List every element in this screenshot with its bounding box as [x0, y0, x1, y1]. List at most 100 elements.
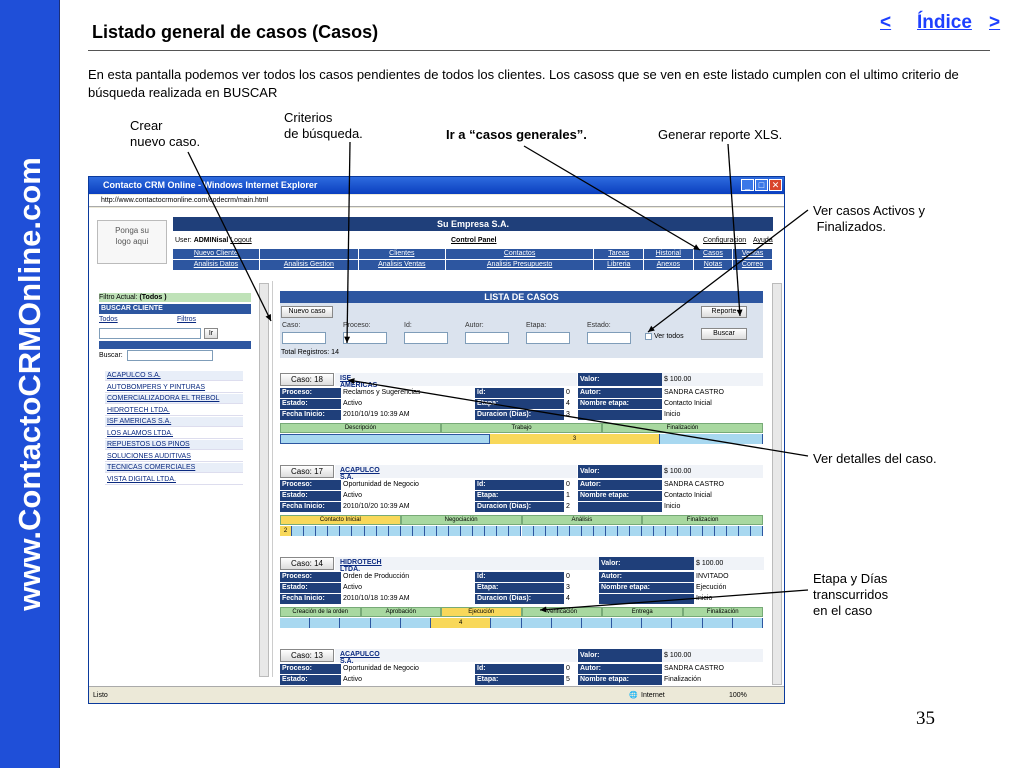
progress-segment [551, 618, 582, 628]
case-value: 3 [564, 583, 578, 593]
case-key: Estado: [280, 491, 341, 501]
case-button[interactable]: Caso: 17 [280, 465, 334, 478]
stage-cell: Descripción [280, 423, 441, 433]
case-button[interactable]: Caso: 14 [280, 557, 334, 570]
minimize-button[interactable]: _ [741, 179, 754, 191]
client-item[interactable]: AUTOBOMPERS Y PINTURAS [105, 383, 243, 393]
progress-segment [521, 618, 552, 628]
case-client[interactable]: HIDROTECH LTDA. [340, 559, 382, 573]
search-field-3[interactable] [465, 332, 509, 344]
case-key: Etapa: [475, 583, 564, 593]
progress-segment [726, 526, 739, 536]
search-field-5[interactable] [587, 332, 631, 344]
buscar-input[interactable] [127, 350, 213, 361]
case-value: 3 [564, 410, 578, 420]
filtros-link[interactable]: Filtros [177, 316, 197, 323]
case-client[interactable]: ACAPULCO S.A. [340, 467, 380, 481]
next-link[interactable]: > [989, 12, 1001, 33]
case-client[interactable]: ACAPULCO S.A. [340, 651, 380, 665]
client-item[interactable]: ACAPULCO S.A. [105, 371, 243, 381]
status-bar: Listo 🌐 Internet 100% [89, 686, 784, 703]
progress-segment [678, 526, 691, 536]
case-key: Estado: [280, 675, 341, 685]
case-key: Etapa: [475, 399, 564, 409]
ir-button[interactable]: Ir [204, 328, 218, 339]
search-fields: Caso:Proceso:Id:Autor:Etapa:Estado: [280, 320, 680, 350]
client-item[interactable]: TECNICAS COMERCIALES [105, 463, 243, 473]
client-item[interactable]: REPUESTOS LOS PINOS [105, 440, 243, 450]
filter-select[interactable] [99, 328, 201, 339]
menu-2-item-0[interactable]: Analisis Datos [173, 260, 260, 270]
sidebar [0, 0, 60, 768]
search-field-4[interactable] [526, 332, 570, 344]
menu-1-item-0[interactable]: Nuevo Cliente [173, 249, 260, 259]
menu-1-item-6[interactable]: Casos [693, 249, 734, 259]
config-link[interactable]: Configuracion [703, 237, 747, 244]
index-link[interactable]: Índice [917, 12, 972, 33]
prev-link[interactable]: < [880, 12, 892, 33]
menu-2-item-3[interactable]: Analisis Presupuesto [445, 260, 595, 270]
intro-text: En esta pantalla podemos ver todos los c… [88, 67, 959, 100]
menu-2-item-4[interactable]: Libreria [594, 260, 645, 270]
menu-2-item-7[interactable]: Correo [733, 260, 773, 270]
left-scrollbar[interactable] [259, 283, 269, 677]
client-item[interactable]: COMERCIALIZADORA EL TREBOL [105, 394, 243, 404]
progress-segment [630, 526, 643, 536]
client-item[interactable]: HIDROTECH LTDA. [105, 406, 243, 416]
todos-link[interactable]: Todos [99, 316, 118, 323]
ver-todos-checkbox[interactable] [645, 333, 652, 340]
case-value: Activo [341, 675, 475, 685]
nuevo-caso-button[interactable]: Nuevo caso [281, 306, 333, 318]
client-item[interactable]: LOS ALAMOS LTDA. [105, 429, 243, 439]
menu-2-item-5[interactable]: Anexos [644, 260, 694, 270]
page-scrollbar[interactable] [772, 283, 782, 685]
progress-segment [702, 526, 715, 536]
menu-1-item-4[interactable]: Tareas [594, 249, 645, 259]
total-registros: Total Registros: 14 [281, 349, 339, 356]
close-button[interactable]: ✕ [769, 179, 782, 191]
stage-cell: Verificación [521, 607, 602, 617]
search-field-0[interactable] [282, 332, 326, 344]
menu-1-item-2[interactable]: Clientes [358, 249, 446, 259]
search-field-2[interactable] [404, 332, 448, 344]
callout-activos: Ver casos Activos y Finalizados. [813, 203, 925, 234]
menu-1-item-5[interactable]: Historial [644, 249, 694, 259]
callout-etapa: Etapa y Días transcurridos en el caso [813, 571, 889, 618]
control-panel-link[interactable]: Control Panel [451, 237, 497, 244]
progress-segment [702, 618, 733, 628]
maximize-button[interactable]: □ [755, 179, 768, 191]
reporte-button[interactable]: Reporte [701, 306, 747, 318]
client-item[interactable]: VISTA DIGITAL LTDA. [105, 475, 243, 485]
stage-cell: Aprobación [360, 607, 441, 617]
case-key [578, 502, 662, 512]
logout-link[interactable]: Logout [230, 237, 252, 244]
progress-segment [714, 526, 727, 536]
progress-segment [569, 526, 582, 536]
case-key: Autor: [578, 664, 662, 674]
help-link[interactable]: Ayuda [753, 237, 773, 244]
progress-current: 4 [430, 618, 492, 628]
client-item[interactable]: SOLUCIONES AUDITIVAS [105, 452, 243, 462]
case-key: Proceso: [280, 664, 341, 674]
title-divider [88, 50, 990, 51]
menu-2-item-1[interactable]: Analisis Gestion [259, 260, 359, 270]
case-key: Duracion (Dias): [475, 502, 564, 512]
case-button[interactable]: Caso: 13 [280, 649, 334, 662]
address-bar[interactable]: http://www.contactocrmonline.com/codecrm… [89, 195, 784, 207]
zoom-level[interactable]: 100% [729, 692, 747, 699]
buscar-button[interactable]: Buscar [701, 328, 747, 340]
search-field-1[interactable] [343, 332, 387, 344]
menu-1-item-3[interactable]: Contactos [445, 249, 595, 259]
case-key: Proceso: [280, 388, 341, 398]
case-value: Oportunidad de Negocio [341, 480, 475, 490]
callout-criterios: Criterios de búsqueda. [284, 110, 363, 141]
menu-1-item-1[interactable] [259, 249, 359, 259]
menu-1-item-7[interactable]: Ventas [733, 249, 773, 259]
case-key: Estado: [280, 583, 341, 593]
client-item[interactable]: ISF AMERICAS S.A. [105, 417, 243, 427]
page-title: Listado general de casos (Casos) [92, 22, 379, 42]
menu-2-item-6[interactable]: Notas [693, 260, 734, 270]
case-button[interactable]: Caso: 18 [280, 373, 334, 386]
menu-2-item-2[interactable]: Analisis Ventas [358, 260, 446, 270]
